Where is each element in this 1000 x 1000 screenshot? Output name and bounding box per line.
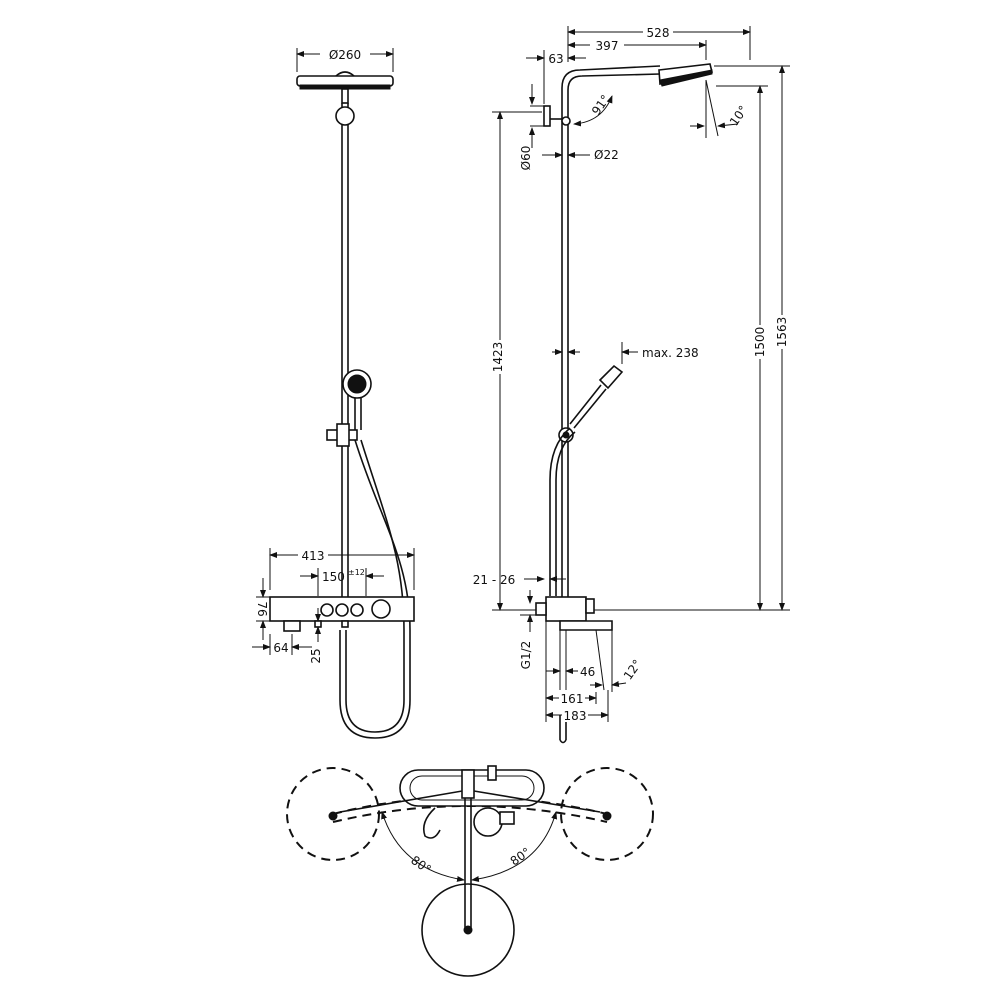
dim-side-range: 21 - 26: [473, 573, 516, 587]
top-right-swing-circle: [560, 767, 654, 861]
dim-side-rose-diameter: Ø60: [519, 146, 533, 171]
dim-side-angle-arm: 91°: [589, 92, 613, 117]
side-dim-angle-arm: 91°: [573, 92, 613, 127]
side-overhead-shower: [658, 63, 713, 87]
dim-side-reach: 528: [647, 26, 670, 40]
top-left-swing-circle: [286, 767, 380, 861]
dim-side-thread: G1/2: [519, 641, 533, 670]
dim-top-angle-right: 80°: [508, 845, 533, 869]
dim-side-arm: 397: [596, 39, 619, 53]
side-dim-rail-height: 1423: [491, 111, 542, 611]
side-shower-column: [543, 65, 661, 600]
dim-front-spout-drop: 25: [309, 648, 323, 663]
side-view: 528 397 63 91° 10°: [473, 25, 790, 744]
dim-front-spacing-tol: ±12: [348, 568, 365, 577]
side-dim-handshower: max. 238: [552, 342, 699, 364]
dim-top-angle-left: 80°: [408, 853, 433, 877]
dim-side-angle-spout: 12°: [621, 657, 645, 682]
front-shower-rail: [335, 103, 355, 598]
side-dim-183: 183: [545, 690, 609, 723]
front-dim-diameter: Ø260: [296, 47, 394, 72]
dim-side-height-1500: 1500: [753, 327, 767, 358]
front-overhead-shower: [296, 71, 394, 104]
front-dim-width: 413: [269, 548, 415, 590]
dim-front-head-diameter: Ø260: [329, 48, 361, 62]
side-dim-161: 161: [545, 621, 597, 722]
front-dim-spacing: 150 ±12: [300, 568, 384, 596]
top-view: 80° 80°: [286, 765, 654, 977]
dim-side-depth-161: 161: [561, 692, 584, 706]
front-hose: [339, 439, 411, 739]
dim-side-pipe-diameter: Ø22: [594, 148, 619, 162]
front-dim-spout-drop: 25: [309, 608, 323, 664]
dim-side-depth-183: 183: [564, 709, 587, 723]
front-dim-height: 76: [255, 578, 270, 640]
side-dim-wall-offset: 63: [526, 50, 586, 104]
side-dim-angle-spout: 12°: [590, 629, 645, 692]
top-overhead-circle: [421, 883, 515, 977]
dim-side-height-1563: 1563: [775, 317, 789, 348]
side-dim-rose: Ø60: [519, 84, 544, 170]
front-view: Ø260 413 150 ±12 76: [252, 47, 415, 739]
front-thermostat: [269, 596, 415, 632]
dim-side-handshower-max: max. 238: [642, 346, 699, 360]
side-dim-1500: 1500: [594, 85, 768, 611]
side-dim-pipe: Ø22: [542, 148, 619, 162]
side-dim-range: 21 - 26: [473, 573, 566, 587]
side-hand-shower: [558, 364, 624, 443]
front-dim-spout: 64: [252, 634, 312, 655]
dim-front-width: 413: [302, 549, 325, 563]
dim-front-spout: 64: [273, 641, 288, 655]
dim-side-spout-46: 46: [580, 665, 595, 679]
dim-front-height: 76: [255, 601, 269, 616]
side-dim-1563: 1563: [714, 65, 790, 611]
side-dim-reach: 528: [567, 25, 751, 62]
side-thermostat: [535, 596, 613, 744]
dim-side-wall-offset: 63: [548, 52, 563, 66]
dim-side-rail-height: 1423: [491, 342, 505, 373]
dim-front-spacing: 150: [322, 570, 345, 584]
front-hand-shower: [326, 369, 372, 447]
side-hose: [549, 427, 571, 596]
side-dim-arm: 397: [567, 38, 707, 60]
side-dim-thread: G1/2: [519, 590, 536, 669]
side-dim-spout-46: 46: [546, 665, 595, 690]
side-dim-angle-head: 10°: [690, 79, 751, 138]
